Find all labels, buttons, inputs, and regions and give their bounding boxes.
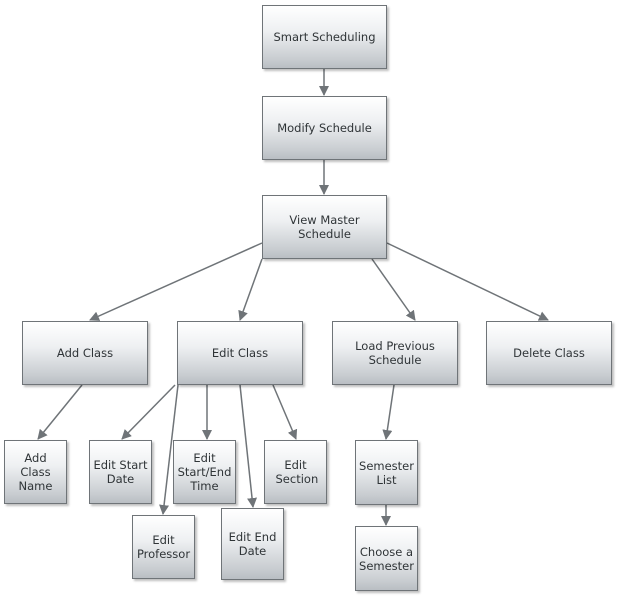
node-label: Edit Class [211,346,269,360]
node-choose-a-semester: Choose a Semester [355,526,418,591]
node-add-class-name: Add Class Name [4,440,67,504]
node-label: Edit Start/End Time [177,451,232,493]
node-edit-class: Edit Class [177,321,303,385]
node-label: Modify Schedule [277,121,372,135]
node-edit-section: Edit Section [264,440,327,504]
node-load-previous-schedule: Load Previous Schedule [332,321,458,385]
node-label: Edit Section [275,458,319,486]
edge-edit-to-professor [159,384,179,515]
node-label: Delete Class [513,346,585,360]
edge-load-to-semester-list [382,384,395,440]
node-modify-schedule: Modify Schedule [262,96,387,160]
edge-edit-to-end-date [239,384,258,508]
node-view-master-schedule: View Master Schedule [262,195,387,259]
node-smart-scheduling: Smart Scheduling [262,5,387,69]
node-add-class: Add Class [22,321,148,385]
edge-view-to-load-previous [371,258,416,321]
edge-edit-to-section [272,384,298,440]
edge-edit-to-start-date [121,384,176,440]
node-label: Edit Start Date [93,458,148,486]
node-delete-class: Delete Class [486,321,612,385]
node-label: Choose a Semester [359,544,414,573]
node-label: Semester List [359,458,414,487]
node-semester-list: Semester List [355,440,418,505]
node-edit-start-date: Edit Start Date [89,440,152,504]
node-edit-start-end-time: Edit Start/End Time [173,440,236,504]
node-label: View Master Schedule [289,213,360,241]
node-label: Load Previous Schedule [355,339,435,367]
node-label: Add Class Name [18,451,53,493]
node-edit-professor: Edit Professor [132,515,195,579]
node-label: Smart Scheduling [273,30,376,44]
node-label: Edit Professor [136,533,191,561]
edge-add-class-to-name [37,384,83,440]
node-label: Edit End Date [228,530,277,558]
edge-view-to-add-class [89,242,263,321]
edge-view-to-edit-class [238,258,263,321]
node-edit-end-date: Edit End Date [221,508,284,580]
node-label: Add Class [56,346,114,360]
edge-view-to-delete-class [386,242,549,321]
